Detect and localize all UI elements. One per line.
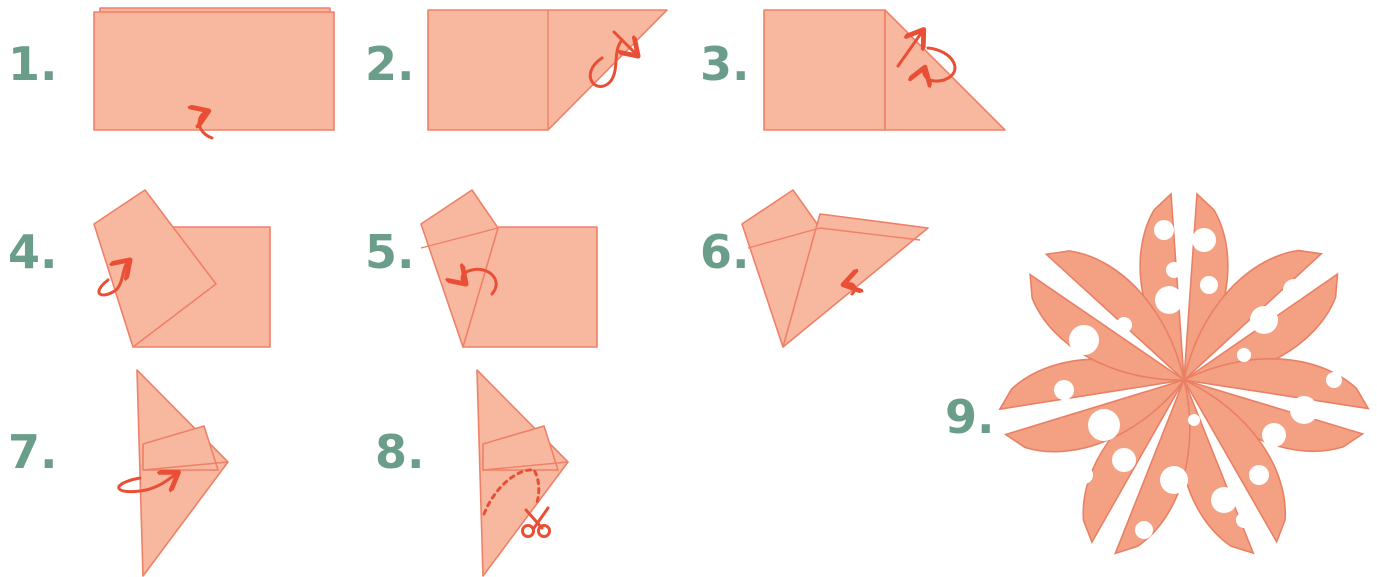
- step-4-diagram: [94, 190, 270, 347]
- scissors-icon: [523, 508, 550, 537]
- step-number-8: 8.: [375, 425, 424, 479]
- step-8-diagram: [477, 370, 568, 576]
- step-7-diagram: [119, 370, 228, 576]
- step-number-1: 1.: [8, 37, 57, 91]
- step-6-diagram: [742, 190, 928, 347]
- step-number-5: 5.: [365, 225, 414, 279]
- step-number-7: 7.: [8, 425, 57, 479]
- step-number-9: 9.: [945, 390, 994, 444]
- step-number-2: 2.: [365, 37, 414, 91]
- step-number-6: 6.: [700, 225, 749, 279]
- step-1-diagram: [94, 8, 334, 138]
- step-number-3: 3.: [700, 37, 749, 91]
- step-2-diagram: [428, 10, 667, 130]
- step-number-4: 4.: [8, 225, 57, 279]
- step-3-diagram: [764, 10, 1005, 130]
- step-9-flower: [993, 194, 1375, 567]
- step-5-diagram: [421, 190, 597, 347]
